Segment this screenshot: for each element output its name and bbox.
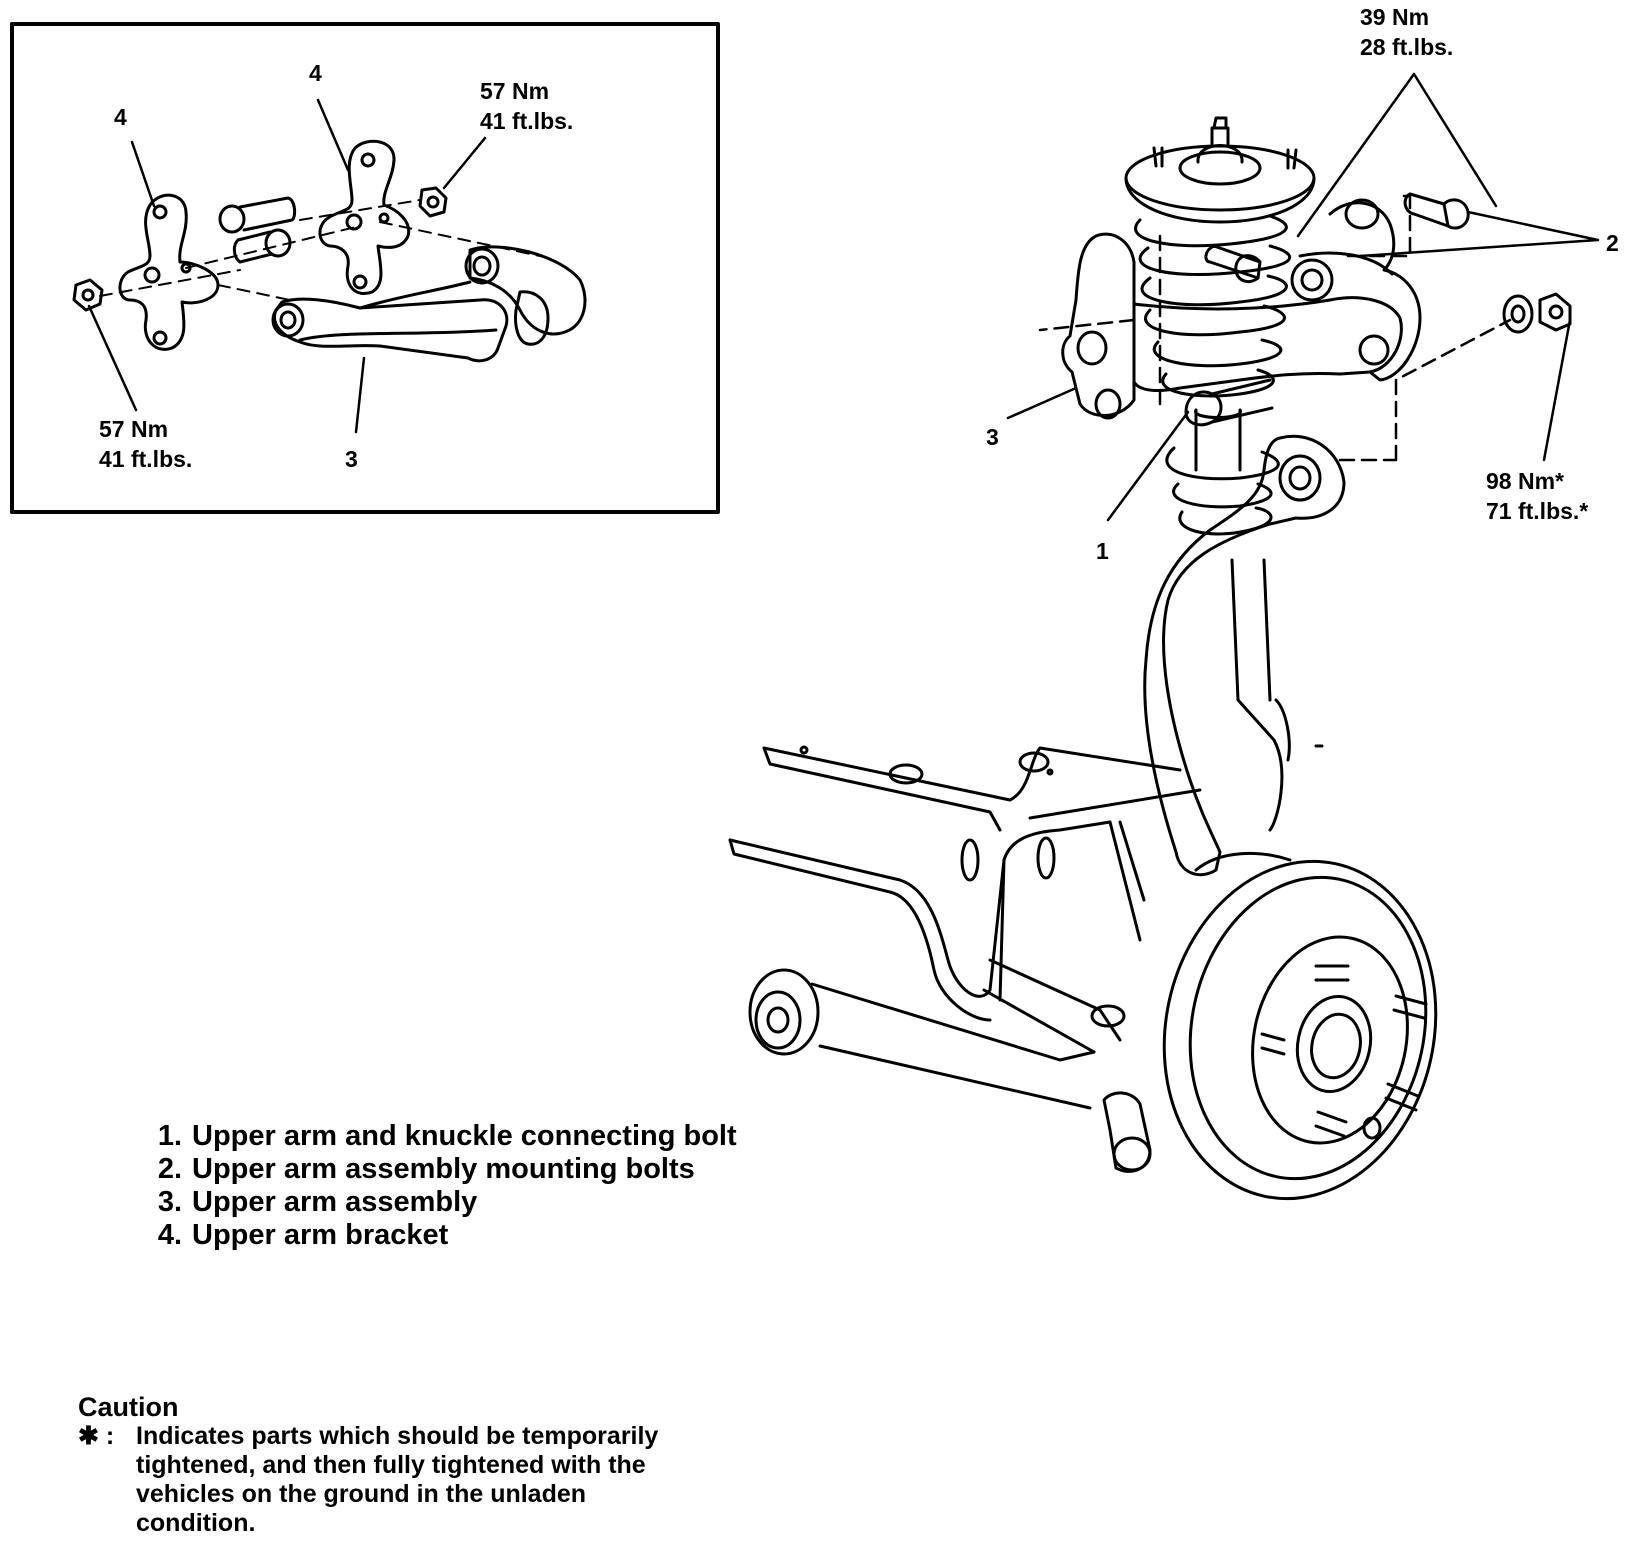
legend-item-text: Upper arm bracket <box>192 1219 449 1251</box>
main-callout-2: 2 <box>1606 230 1619 256</box>
caution-asterisk-marker: ✱ : <box>78 1422 115 1450</box>
inset-upper-arm-assembly <box>271 245 587 363</box>
legend-item-number: 1. <box>157 1120 182 1152</box>
inset-torque-bottom-ft: 41 ft.lbs. <box>99 446 193 472</box>
parts-legend: 1. Upper arm and knuckle connecting bolt… <box>138 1120 740 1252</box>
main-callout-1: 1 <box>1096 538 1109 564</box>
legend-item-text: Upper arm assembly <box>192 1186 478 1218</box>
inset-bolt-upper <box>218 196 297 234</box>
coil-spring <box>1134 214 1291 536</box>
inset-torque-top-nm: 57 Nm <box>480 78 550 104</box>
inset-nut-right <box>418 186 448 218</box>
main-torque-right-nm: 98 Nm* <box>1486 468 1564 494</box>
main-torque-top: 39 Nm 28 ft.lbs. <box>1360 2 1453 62</box>
caution-title: Caution <box>78 1392 179 1422</box>
shock-absorber <box>1194 408 1291 832</box>
main-callout-3: 3 <box>986 424 999 450</box>
inset-callout-3: 3 <box>345 446 358 472</box>
speed-sensor-hole <box>1362 1116 1382 1140</box>
legend-item-number: 3. <box>157 1186 182 1218</box>
knuckle <box>1143 378 1346 876</box>
legend-item-number: 4. <box>157 1219 182 1251</box>
legend-item-number: 2. <box>157 1153 182 1185</box>
inset-upper-arm-bracket-left <box>118 193 220 351</box>
legend-item: 2. Upper arm assembly mounting bolts <box>138 1153 740 1186</box>
caution-text: Indicates parts which should be temporar… <box>136 1422 659 1537</box>
inset-torque-top: 57 Nm 41 ft.lbs. <box>480 76 573 136</box>
inset-callout-4-left: 4 <box>114 104 127 130</box>
inset-nut-left <box>72 278 104 312</box>
inset-callout-4-right: 4 <box>309 60 322 86</box>
main-washer-nut <box>1502 292 1572 334</box>
main-leaders <box>1006 72 1600 522</box>
legend-item-text: Upper arm and knuckle connecting bolt <box>192 1120 737 1152</box>
inset-torque-bottom: 57 Nm 41 ft.lbs. <box>99 414 192 474</box>
inset-leaders <box>87 98 487 434</box>
main-dashed-lines <box>1038 192 1512 462</box>
main-mounting-bolt-upper <box>1403 192 1470 230</box>
brake-rotor <box>1162 852 1438 1201</box>
main-torque-top-nm: 39 Nm <box>1360 4 1430 30</box>
strut-top-mount <box>1124 116 1316 224</box>
inset-frame <box>10 22 720 514</box>
main-torque-right: 98 Nm* 71 ft.lbs.* <box>1486 466 1588 526</box>
main-mounting-bolt-lower <box>1204 244 1262 283</box>
main-torque-right-ft: 71 ft.lbs.* <box>1486 498 1589 524</box>
inset-dashed-lines <box>99 199 541 301</box>
wheel-studs <box>1260 964 1428 1138</box>
legend-item: 3. Upper arm assembly <box>138 1186 740 1219</box>
legend-item: 1. Upper arm and knuckle connecting bolt <box>138 1120 740 1153</box>
inset-torque-bottom-nm: 57 Nm <box>99 416 169 442</box>
crossmember <box>728 744 1324 1022</box>
legend-item: 4. Upper arm bracket <box>138 1219 740 1252</box>
lower-arm <box>748 958 1152 1173</box>
main-torque-top-ft: 28 ft.lbs. <box>1360 34 1454 60</box>
inset-torque-top-ft: 41 ft.lbs. <box>480 108 574 134</box>
inset-upper-arm-bracket-right <box>318 139 411 295</box>
legend-item-text: Upper arm assembly mounting bolts <box>192 1153 695 1185</box>
caution-note: Caution ✱ : Indicates parts which should… <box>78 1392 696 1538</box>
inset-bolt-lower <box>232 228 292 264</box>
main-upper-arm-assembly <box>1061 198 1422 420</box>
